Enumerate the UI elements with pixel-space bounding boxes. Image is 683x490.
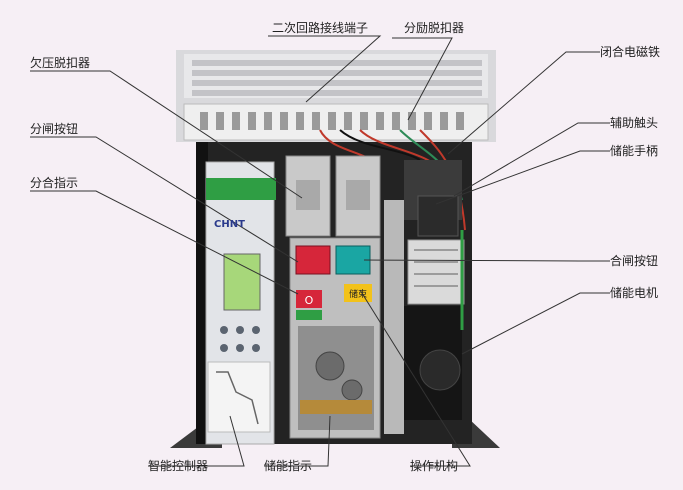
label-close-button: 合闸按钮 bbox=[610, 254, 659, 268]
label-open-close-indicator: 分合指示 bbox=[30, 176, 79, 190]
indicator-o-text: O bbox=[305, 294, 314, 307]
label-aux-contact: 辅助触头 bbox=[610, 116, 659, 130]
leader-operating-mechanism bbox=[359, 289, 471, 467]
open-close-indicator-shape bbox=[296, 290, 322, 308]
label-open-button: 分闸按钮 bbox=[30, 122, 79, 136]
leader-closing-magnet bbox=[447, 51, 600, 155]
brand-logo-text: CHNT bbox=[214, 219, 245, 230]
controller-lcd bbox=[223, 253, 261, 311]
charging-spring bbox=[384, 200, 404, 434]
leader-aux-contact bbox=[453, 122, 610, 197]
controller-keypad bbox=[220, 326, 260, 352]
leader-charging-motor bbox=[461, 292, 610, 355]
label-operating-mechanism: 操作机构 bbox=[410, 459, 459, 473]
label-shunt-release: 分励脱扣器 bbox=[404, 21, 465, 35]
leader-charging-handle bbox=[435, 150, 610, 205]
charge-tag-text: 储束 bbox=[349, 288, 367, 300]
label-secondary-terminal: 二次回路接线端子 bbox=[272, 21, 369, 35]
controller-curve-panel bbox=[207, 361, 271, 433]
label-intelligent-controller: 智能控制器 bbox=[148, 459, 209, 473]
label-closing-magnet: 闭合电磁铁 bbox=[600, 45, 661, 59]
leader-open-button bbox=[30, 136, 299, 263]
leader-charging-indicator bbox=[264, 415, 331, 467]
left-side-plate bbox=[196, 138, 208, 444]
label-charging-motor: 储能电机 bbox=[610, 286, 659, 300]
label-undervoltage-release: 欠压脱扣器 bbox=[30, 56, 91, 70]
leader-undervoltage-release bbox=[30, 70, 303, 199]
terminal-grid bbox=[192, 60, 482, 96]
leader-close-button bbox=[363, 259, 610, 262]
label-charging-indicator: 储能指示 bbox=[264, 459, 313, 473]
leader-lines bbox=[30, 35, 610, 467]
controller-trip-curve bbox=[216, 371, 259, 425]
controller-terminal-strip bbox=[206, 178, 276, 200]
label-charging-handle: 储能手柄 bbox=[610, 144, 659, 158]
green-indicator-shape bbox=[296, 310, 322, 320]
leader-secondary-terminal bbox=[268, 35, 382, 103]
terminal-screws bbox=[200, 112, 464, 130]
open-button-shape bbox=[295, 245, 331, 275]
leader-shunt-release bbox=[392, 37, 453, 121]
leader-intelligent-controller bbox=[148, 415, 245, 467]
leader-open-close-indicator bbox=[30, 190, 299, 295]
charging-handle-shape bbox=[417, 195, 459, 237]
